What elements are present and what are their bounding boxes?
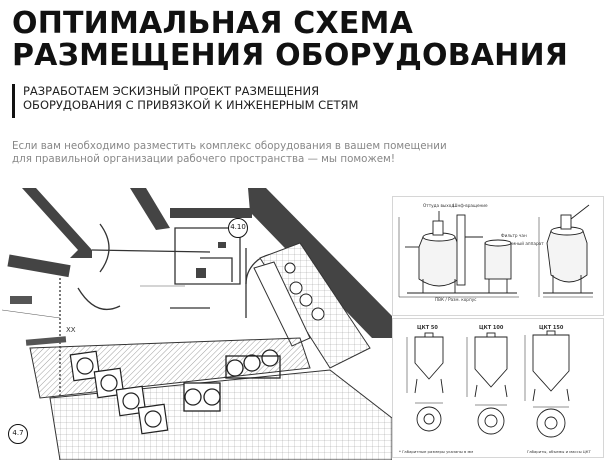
page-title: ОПТИМАЛЬНАЯ СХЕМА РАЗМЕЩЕНИЯ ОБОРУДОВАНИ… <box>12 8 602 72</box>
subtitle-line-1: РАЗРАБОТАЕМ ЭСКИЗНЫЙ ПРОЕКТ РАЗМЕЩЕНИЯ <box>23 84 320 98</box>
equip-label-left: Оттуда выход <box>423 203 454 208</box>
equip-label-bottom: ПВК / Разм. корпус <box>435 297 477 302</box>
subtitle-line-2: ОБОРУДОВАНИЯ С ПРИВЯЗКОЙ К ИНЖЕНЕРНЫМ СЕ… <box>23 98 359 112</box>
equipment-drawing-panel: Оттуда выход Шнф-вращение Фильтр чан При… <box>392 196 604 316</box>
tank-footnote-left: * Габаритные размеры указаны в мм <box>399 449 473 454</box>
room-label: XX <box>66 326 76 334</box>
walls <box>7 188 392 338</box>
tank-drawing-panel: ЦКТ 50 ЦКТ 100 ЦКТ 150 <box>392 318 604 458</box>
equipment-drawing: Оттуда выход Шнф-вращение Фильтр чан При… <box>398 203 593 302</box>
equip-label-mid: Шнф-вращение <box>453 203 488 208</box>
intro-text: Если вам необходимо разместить комплекс … <box>12 140 572 166</box>
intro-line-2: для правильной организации рабочего прос… <box>12 153 395 165</box>
plan-badge-top: 4.10 <box>228 218 248 238</box>
tank-label-1: ЦКТ 50 <box>417 325 438 331</box>
equip-label-right-1: Фильтр чан <box>501 233 527 238</box>
intro-line-1: Если вам необходимо разместить комплекс … <box>12 140 447 152</box>
plan-badge-bottom: 4.7 <box>8 424 28 444</box>
subtitle-block: РАЗРАБОТАЕМ ЭСКИЗНЫЙ ПРОЕКТ РАЗМЕЩЕНИЯ О… <box>12 84 358 118</box>
tank-label-3: ЦКТ 150 <box>539 325 564 331</box>
floor-plan-drawing: XX <box>1 188 392 460</box>
equip-label-right-2: Приемный аппарат <box>501 241 544 246</box>
tank-footnote-right: Габариты, объемы и массы ЦКТ <box>527 449 591 454</box>
title-line-1: ОПТИМАЛЬНАЯ СХЕМА <box>12 6 414 41</box>
tank-label-2: ЦКТ 100 <box>479 325 504 331</box>
title-line-2: РАЗМЕЩЕНИЯ ОБОРУДОВАНИЯ <box>12 38 569 73</box>
tank-drawing: ЦКТ 50 ЦКТ 100 ЦКТ 150 <box>399 325 591 454</box>
